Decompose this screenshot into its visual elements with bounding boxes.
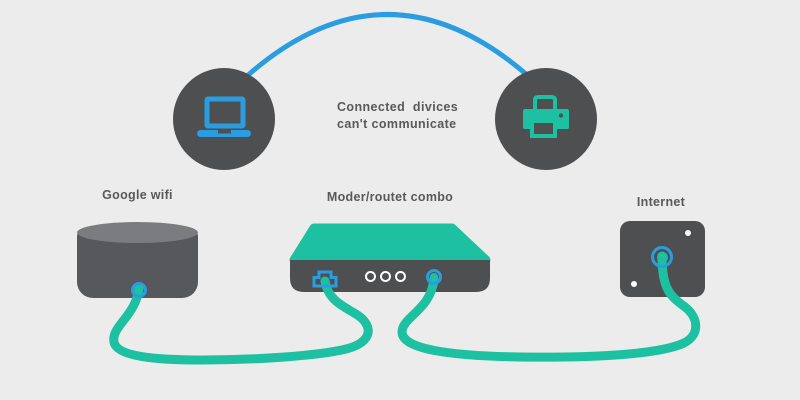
communication-arc <box>244 12 529 79</box>
led-ring-icon <box>395 271 406 282</box>
internet-port-icon <box>651 246 673 268</box>
led-ring-icon <box>365 271 376 282</box>
wifi-port-icon <box>131 282 147 298</box>
ethernet-port-icon <box>312 270 338 288</box>
printer-node <box>495 68 597 170</box>
google-wifi-label: Google wifi <box>102 188 173 202</box>
screw-icon <box>631 281 637 287</box>
cable-wifi-to-modem <box>109 276 373 365</box>
modem-wan-port-icon <box>426 269 442 285</box>
wifi-port-core <box>135 286 143 294</box>
printer-icon <box>523 95 569 138</box>
laptop-node <box>173 68 275 170</box>
modem-wan-port-core <box>430 273 438 281</box>
screw-icon <box>685 230 691 236</box>
laptop-icon <box>197 96 251 137</box>
internet-label: Internet <box>636 195 686 209</box>
internet-port-core <box>656 251 668 263</box>
cable-modem-to-internet <box>397 251 701 362</box>
annotation-text: Connected divices can't communicate <box>337 100 459 131</box>
led-ring-icon <box>380 271 391 282</box>
modem-label: Moder/routet combo <box>326 190 454 204</box>
google-wifi-device-top <box>77 222 198 243</box>
